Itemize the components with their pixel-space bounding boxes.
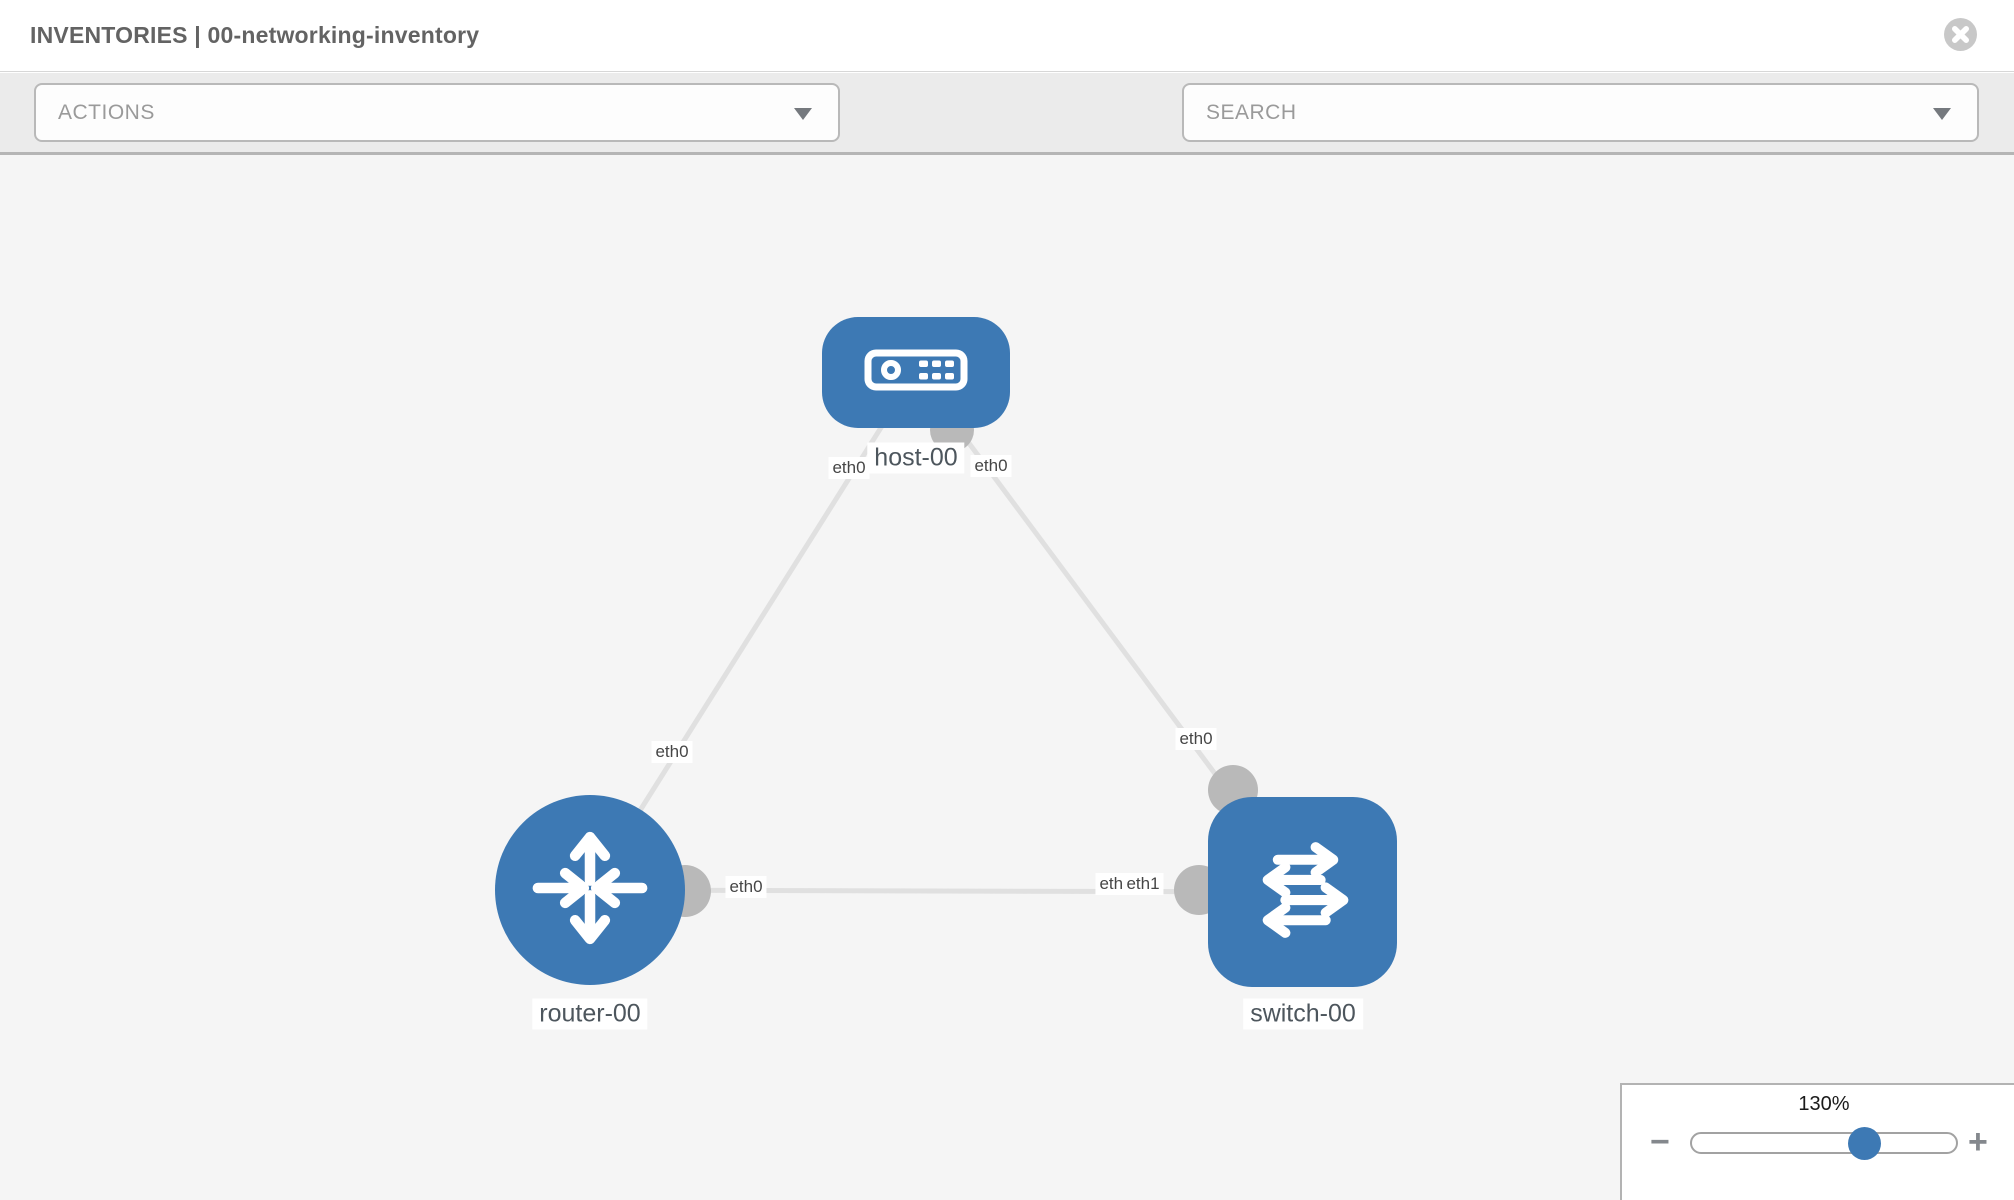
node-switch-00[interactable] bbox=[1208, 797, 1397, 987]
actions-dropdown[interactable]: ACTIONS bbox=[34, 83, 840, 142]
iface-label-router-link: eth0 bbox=[651, 741, 693, 763]
zoom-in-button[interactable]: + bbox=[1968, 1123, 1988, 1161]
close-icon bbox=[1944, 18, 1977, 54]
close-button[interactable] bbox=[1944, 18, 1977, 51]
topology-links bbox=[587, 370, 1306, 895]
zoom-slider-thumb[interactable] bbox=[1848, 1127, 1881, 1160]
switch-icon bbox=[1240, 827, 1366, 958]
topology-canvas[interactable]: host-00 router-00 switch-00 eth0 eth0 et… bbox=[0, 155, 2014, 1200]
iface-label-host-right: eth0 bbox=[970, 455, 1012, 477]
header: INVENTORIES | 00-networking-inventory bbox=[0, 0, 2014, 72]
zoom-out-button[interactable]: − bbox=[1650, 1123, 1670, 1161]
iface-label-switch-eth1: eth1 bbox=[1122, 873, 1164, 895]
node-label-host: host-00 bbox=[867, 442, 965, 474]
zoom-percentage: 130% bbox=[1798, 1093, 1850, 1115]
zoom-slider[interactable] bbox=[1690, 1127, 1958, 1160]
chevron-down-icon bbox=[1933, 108, 1951, 120]
iface-label-switch-link: eth0 bbox=[1175, 728, 1217, 750]
node-router-00[interactable] bbox=[495, 795, 685, 985]
iface-label-router-eth0: eth0 bbox=[725, 876, 767, 898]
page-title: INVENTORIES | 00-networking-inventory bbox=[30, 22, 480, 48]
node-label-switch: switch-00 bbox=[1243, 998, 1363, 1030]
iface-label-host-left: eth0 bbox=[828, 457, 870, 479]
node-label-router: router-00 bbox=[532, 998, 648, 1030]
chevron-down-icon bbox=[794, 108, 812, 120]
toolbar: ACTIONS bbox=[0, 73, 2014, 206]
search-dropdown[interactable]: SEARCH bbox=[1182, 83, 1979, 142]
router-icon bbox=[528, 826, 652, 955]
actions-dropdown-label: ACTIONS bbox=[58, 101, 155, 124]
host-icon bbox=[864, 349, 968, 396]
search-dropdown-label: SEARCH bbox=[1206, 101, 1297, 124]
node-host-00[interactable] bbox=[822, 317, 1010, 428]
zoom-panel: 130% − + bbox=[1620, 1083, 2014, 1200]
